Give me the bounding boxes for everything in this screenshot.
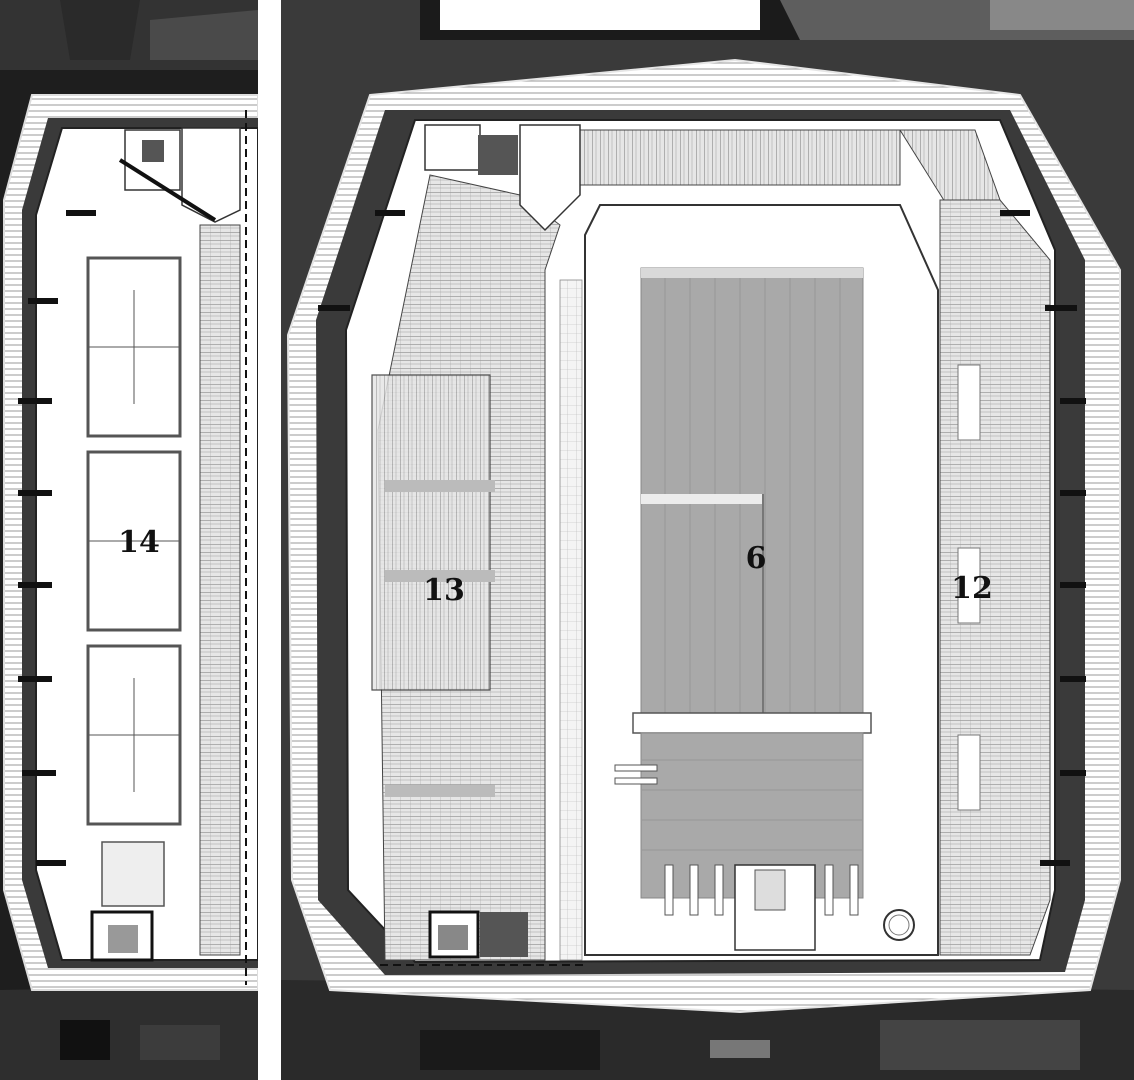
left-panel: 14: [0, 0, 259, 1080]
label-left-hall: 14: [118, 525, 160, 560]
panel-gap: [258, 0, 281, 1080]
label-pool: 6: [746, 541, 767, 576]
competition-pool: [640, 267, 864, 719]
right-panel: 6 12 13: [281, 0, 1134, 1080]
label-east-stand: 12: [951, 571, 993, 606]
label-west-stand: 13: [423, 573, 465, 608]
